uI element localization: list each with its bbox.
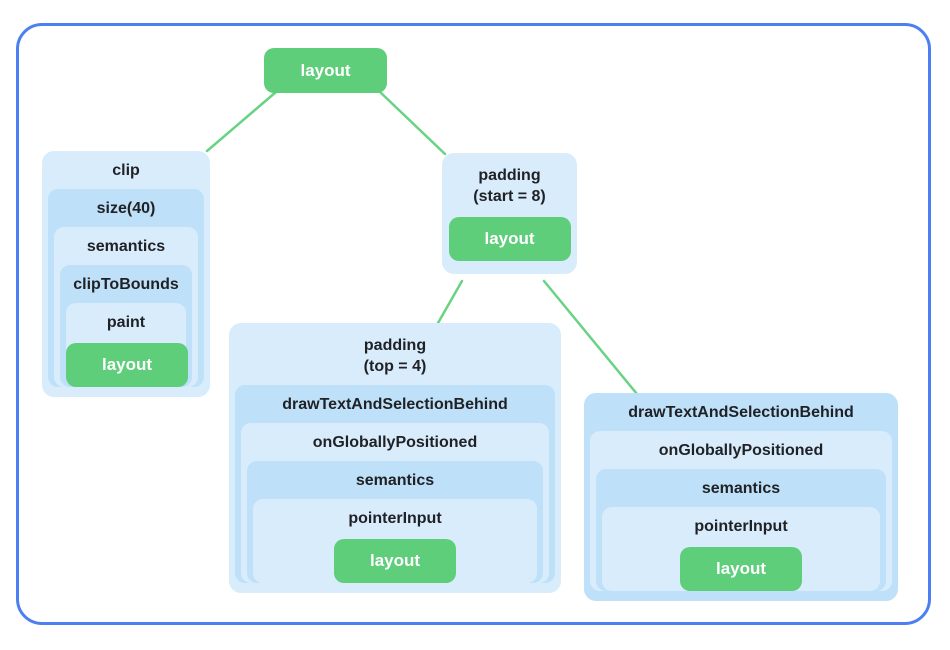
- node-layout-leaf-padding-top: layout: [334, 539, 456, 583]
- node-layout-leaf-padding-start: layout: [448, 217, 571, 261]
- label-semantics-right: semantics: [701, 480, 781, 497]
- box-paint: paint layout: [66, 303, 188, 387]
- label-padding-start: padding (start = 8): [442, 153, 577, 215]
- label-padding-top: padding (top = 4): [229, 323, 561, 385]
- label-padding-start-line2: (start = 8): [473, 188, 546, 205]
- box-semantics-mid: semantics pointerInput layout: [247, 461, 543, 583]
- node-padding-start: padding (start = 8) layout: [442, 153, 577, 274]
- diagram-border-frame: [16, 23, 931, 625]
- tree-drawtext: drawTextAndSelectionBehind onGloballyPos…: [584, 393, 898, 601]
- label-drawtext-mid: drawTextAndSelectionBehind: [282, 396, 508, 413]
- label-pointerinput-right: pointerInput: [694, 518, 788, 535]
- label-drawtext-right: drawTextAndSelectionBehind: [628, 404, 854, 421]
- box-semantics-clip: semantics clipToBounds paint layout: [54, 227, 198, 387]
- box-semantics-right: semantics pointerInput layout: [596, 469, 886, 591]
- node-layout-root: layout: [264, 48, 387, 93]
- label-semantics-clip: semantics: [86, 238, 166, 255]
- box-pointerinput-mid: pointerInput layout: [253, 499, 537, 583]
- box-pointerinput-right: pointerInput layout: [602, 507, 880, 591]
- label-paint: paint: [106, 314, 146, 331]
- label-ongloballypositioned-right: onGloballyPositioned: [658, 442, 824, 459]
- node-layout-leaf-drawtext: layout: [680, 547, 802, 591]
- label-padding-top-line2: (top = 4): [363, 358, 427, 375]
- box-size40: size(40) semantics clipToBounds paint la…: [48, 189, 204, 387]
- box-drawtext-mid: drawTextAndSelectionBehind onGloballyPos…: [235, 385, 555, 583]
- label-size40: size(40): [96, 200, 156, 217]
- box-ongloballypositioned-right: onGloballyPositioned semantics pointerIn…: [590, 431, 892, 591]
- node-layout-leaf-clip: layout: [66, 343, 188, 387]
- label-clip: clip: [112, 162, 140, 179]
- label-cliptobounds: clipToBounds: [73, 276, 179, 293]
- label-padding-start-line1: padding: [478, 167, 541, 184]
- box-ongloballypositioned-mid: onGloballyPositioned semantics pointerIn…: [241, 423, 549, 583]
- tree-clip: clip size(40) semantics clipToBounds pai…: [42, 151, 210, 397]
- label-ongloballypositioned-mid: onGloballyPositioned: [312, 434, 478, 451]
- box-cliptobounds: clipToBounds paint layout: [60, 265, 192, 387]
- label-pointerinput-mid: pointerInput: [348, 510, 442, 527]
- label-padding-top-line1: padding: [363, 337, 427, 354]
- tree-padding-top: padding (top = 4) drawTextAndSelectionBe…: [229, 323, 561, 593]
- label-semantics-mid: semantics: [355, 472, 435, 489]
